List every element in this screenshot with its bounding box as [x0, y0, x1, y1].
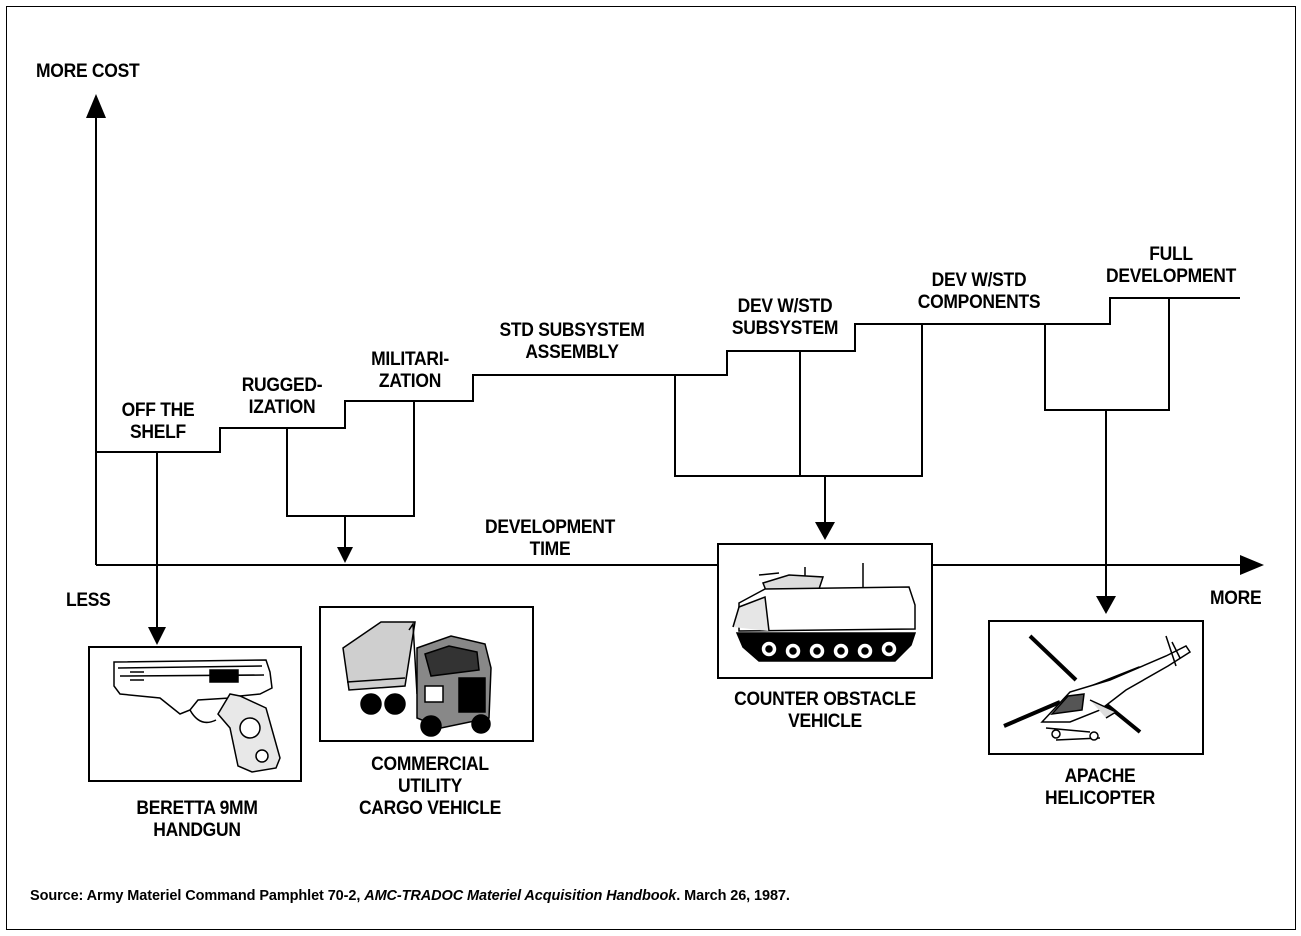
handgun-icon	[90, 648, 300, 780]
cargo-truck-icon	[321, 608, 532, 740]
handgun-picture	[88, 646, 302, 782]
helicopter-picture	[988, 620, 1204, 755]
arrow-to-cargo	[337, 547, 353, 563]
x-axis-right-label: MORE	[1210, 588, 1261, 610]
arrow-to-apache	[1096, 596, 1116, 614]
bracket-apache	[1045, 298, 1169, 410]
arrow-to-handgun	[148, 627, 166, 645]
x-axis-left-label: LESS	[66, 590, 111, 612]
armored-vehicle-picture	[717, 543, 933, 679]
y-axis-arrowhead	[86, 94, 106, 118]
x-axis-arrowhead	[1240, 555, 1264, 575]
step-label-militarization: MILITARI-ZATION	[353, 349, 467, 393]
source-citation: Source: Army Materiel Command Pamphlet 7…	[30, 888, 790, 904]
bracket-counter-obstacle	[675, 324, 922, 476]
helicopter-icon	[990, 622, 1202, 753]
armored-vehicle-icon	[719, 545, 931, 677]
arrow-to-counter-obstacle	[815, 522, 835, 540]
step-label-ruggedization: RUGGED-IZATION	[227, 375, 337, 419]
y-axis-label: MORE COST	[36, 61, 139, 83]
cargo-truck-picture	[319, 606, 534, 742]
